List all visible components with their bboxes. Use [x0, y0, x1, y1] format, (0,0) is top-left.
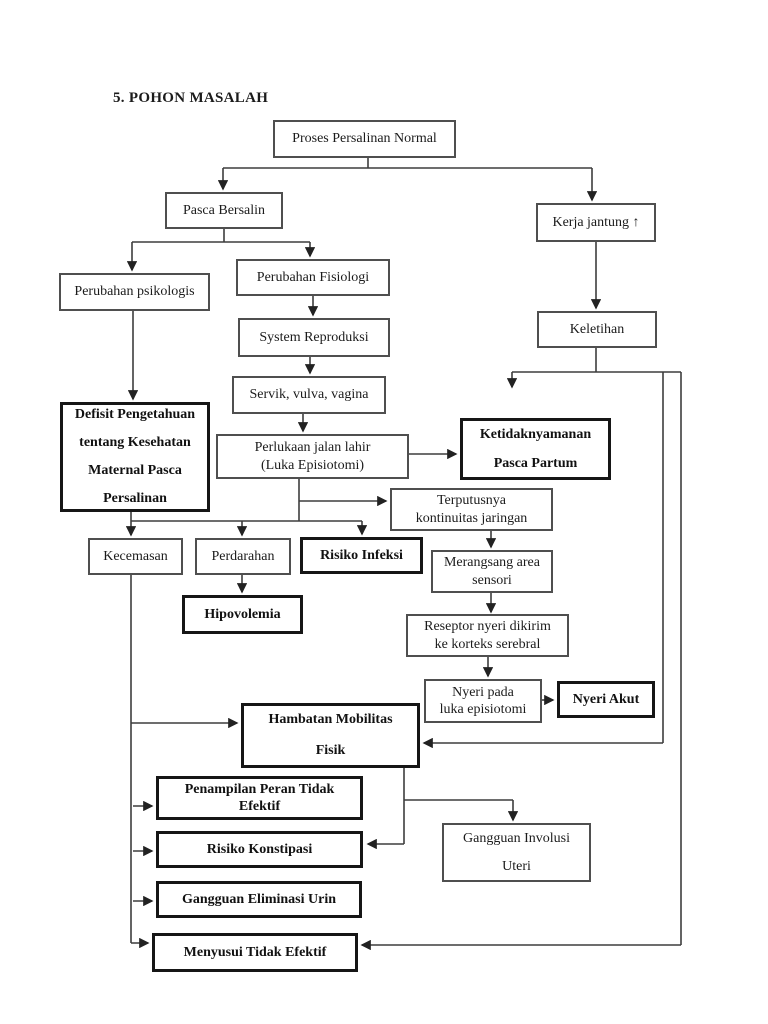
node-servik: Servik, vulva, vagina	[232, 376, 386, 414]
node-gangguan-involusi: Gangguan Involusi Uteri	[442, 823, 591, 882]
node-gangguan-eliminasi: Gangguan Eliminasi Urin	[156, 881, 362, 918]
node-perlukaan: Perlukaan jalan lahir (Luka Episiotomi)	[216, 434, 409, 479]
node-ketidaknyamanan: Ketidaknyamanan Pasca Partum	[460, 418, 611, 480]
node-risiko-konstipasi: Risiko Konstipasi	[156, 831, 363, 868]
node-reseptor: Reseptor nyeri dikirim ke korteks serebr…	[406, 614, 569, 657]
node-nyeri-pada: Nyeri pada luka episiotomi	[424, 679, 542, 723]
node-hambatan: Hambatan Mobilitas Fisik	[241, 703, 420, 768]
node-hipovolemia: Hipovolemia	[182, 595, 303, 634]
node-defisit: Defisit Pengetahuan tentang Kesehatan Ma…	[60, 402, 210, 512]
node-system-reproduksi: System Reproduksi	[238, 318, 390, 357]
node-kerja-jantung: Kerja jantung ↑	[536, 203, 656, 242]
node-perubahan-fisiologi: Perubahan Fisiologi	[236, 259, 390, 296]
node-nyeri-akut: Nyeri Akut	[557, 681, 655, 718]
node-merangsang: Merangsang area sensori	[431, 550, 553, 593]
node-menyusui: Menyusui Tidak Efektif	[152, 933, 358, 972]
node-pasca: Pasca Bersalin	[165, 192, 283, 229]
node-perdarahan: Perdarahan	[195, 538, 291, 575]
node-terputusnya: Terputusnya kontinuitas jaringan	[390, 488, 553, 531]
node-perubahan-psikologis: Perubahan psikologis	[59, 273, 210, 311]
node-kecemasan: Kecemasan	[88, 538, 183, 575]
node-keletihan: Keletihan	[537, 311, 657, 348]
node-proses: Proses Persalinan Normal	[273, 120, 456, 158]
node-risiko-infeksi: Risiko Infeksi	[300, 537, 423, 574]
node-penampilan: Penampilan Peran Tidak Efektif	[156, 776, 363, 820]
page-title: 5. POHON MASALAH	[113, 90, 269, 106]
